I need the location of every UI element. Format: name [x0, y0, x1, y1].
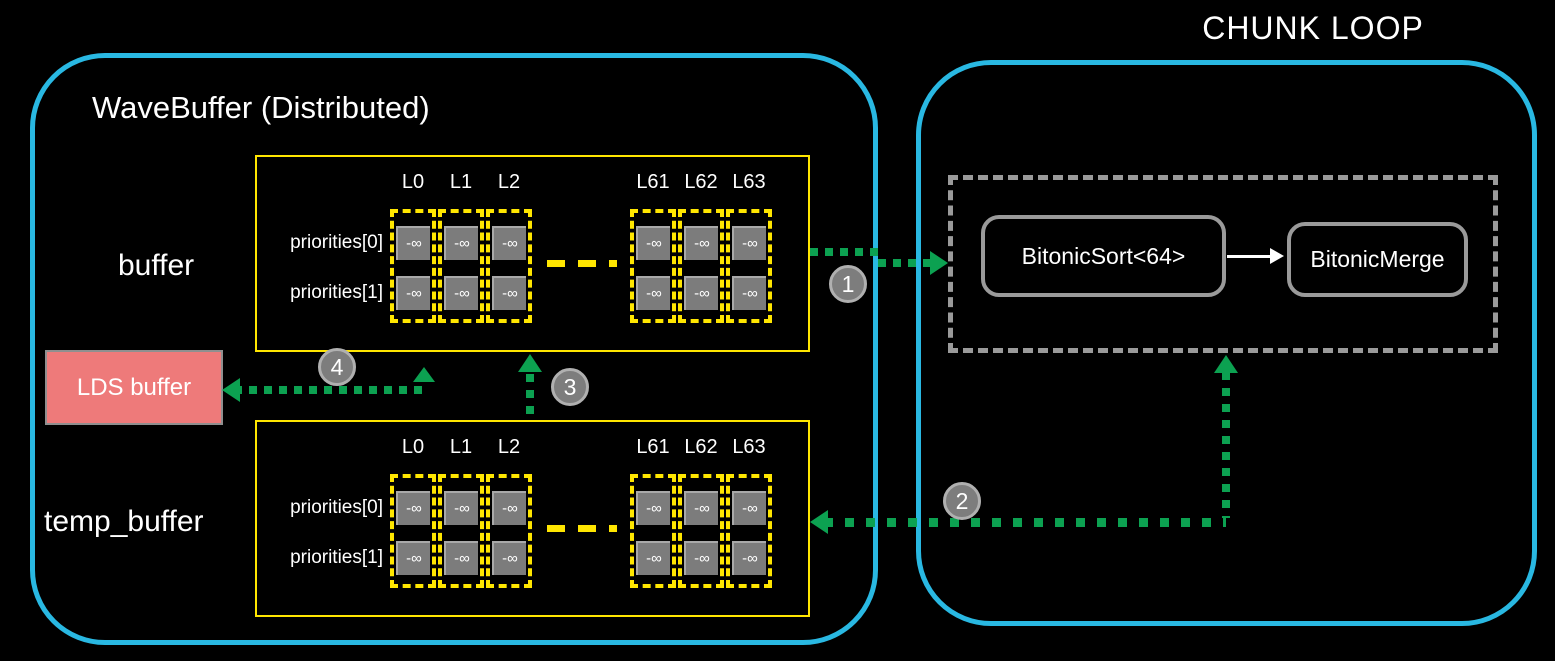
step-badge-3: 3 — [551, 368, 589, 406]
lane-column-L1: -∞ -∞ — [438, 474, 484, 588]
lane-column-L63: -∞ -∞ — [726, 474, 772, 588]
priority-cell: -∞ — [732, 491, 766, 525]
temp-row-label-priorities1: priorities[1] — [290, 547, 383, 568]
lane-column-L0: -∞ -∞ — [390, 209, 436, 323]
lane-label-L1: L1 — [449, 436, 473, 458]
priority-cell: -∞ — [396, 226, 430, 260]
arrow4-up-arrowhead-icon — [413, 367, 435, 382]
priority-cell: -∞ — [732, 226, 766, 260]
arrow3-tempbuffer-to-buffer-vertical — [526, 374, 534, 420]
priority-cell: -∞ — [396, 541, 430, 575]
chunk-loop-container-border — [916, 60, 1537, 626]
lds-buffer-box: LDS buffer — [45, 350, 223, 425]
step-badge-1: 1 — [829, 265, 867, 303]
priority-cell: -∞ — [636, 276, 670, 310]
priority-cell: -∞ — [636, 491, 670, 525]
arrow4-buffer-to-lds-horizontal — [234, 386, 426, 394]
priority-cell: -∞ — [492, 541, 526, 575]
lane-column-L61: -∞ -∞ — [630, 209, 676, 323]
wavebuffer-container-border — [30, 53, 878, 645]
arrow2-chunkloop-vertical — [1222, 372, 1230, 518]
wavebuffer-title: WaveBuffer (Distributed) — [92, 90, 430, 125]
lane-column-L0: -∞ -∞ — [390, 474, 436, 588]
priority-cell: -∞ — [444, 226, 478, 260]
arrow2-up-arrowhead-icon — [1214, 355, 1238, 373]
bitonic-sort-box: BitonicSort<64> — [981, 215, 1226, 297]
lane-column-L62: -∞ -∞ — [678, 209, 724, 323]
lane-column-L61: -∞ -∞ — [630, 474, 676, 588]
lane-column-L1: -∞ -∞ — [438, 209, 484, 323]
temp-row-label-priorities0: priorities[0] — [290, 497, 383, 518]
buffer-label: buffer — [118, 249, 195, 282]
priority-cell: -∞ — [444, 541, 478, 575]
priority-cell: -∞ — [492, 226, 526, 260]
temp-buffer-label: temp_buffer — [44, 505, 204, 538]
priority-cell: -∞ — [444, 491, 478, 525]
priority-cell: -∞ — [684, 276, 718, 310]
lane-label-L63: L63 — [732, 436, 766, 458]
arrow1-buffer-to-chunkloop-segment — [810, 248, 878, 256]
buffer-row-label-priorities0: priorities[0] — [290, 232, 383, 253]
chunk-loop-title: CHUNK LOOP — [1202, 10, 1424, 46]
priority-cell: -∞ — [396, 491, 430, 525]
sort-to-merge-arrowhead-icon — [1270, 248, 1284, 264]
bitonic-sort-label: BitonicSort<64> — [1021, 242, 1186, 269]
priority-cell: -∞ — [444, 276, 478, 310]
sort-to-merge-arrow-line — [1227, 255, 1273, 258]
priority-cell: -∞ — [684, 541, 718, 575]
step-badge-4: 4 — [318, 348, 356, 386]
lane-label-L1: L1 — [449, 171, 473, 193]
lane-label-L62: L62 — [684, 171, 718, 193]
priority-cell: -∞ — [492, 276, 526, 310]
priority-cell: -∞ — [732, 541, 766, 575]
lane-label-L2: L2 — [497, 436, 521, 458]
step-badge-2: 2 — [943, 482, 981, 520]
lane-label-L61: L61 — [636, 171, 670, 193]
arrow2-left-arrowhead-icon — [810, 510, 828, 534]
priority-cell: -∞ — [636, 226, 670, 260]
priority-cell: -∞ — [492, 491, 526, 525]
lane-column-L63: -∞ -∞ — [726, 209, 772, 323]
lane-label-L2: L2 — [497, 171, 521, 193]
buffer-box: priorities[0] priorities[1] L0-∞-∞L1-∞-∞… — [255, 155, 810, 352]
lane-label-L0: L0 — [401, 171, 425, 193]
temp-lane-continuation-dashes — [547, 525, 617, 532]
lane-column-L62: -∞ -∞ — [678, 474, 724, 588]
arrow2-chunkloop-to-tempbuffer-horizontal — [824, 518, 1226, 527]
priority-cell: -∞ — [396, 276, 430, 310]
arrow1-right-arrowhead-icon — [930, 251, 948, 275]
lane-label-L62: L62 — [684, 436, 718, 458]
lane-column-L2: -∞ -∞ — [486, 474, 532, 588]
buffer-row-label-priorities1: priorities[1] — [290, 282, 383, 303]
lane-label-L63: L63 — [732, 171, 766, 193]
priority-cell: -∞ — [732, 276, 766, 310]
arrow4-left-arrowhead-icon — [222, 378, 240, 402]
temp-buffer-box: priorities[0] priorities[1] L0-∞-∞L1-∞-∞… — [255, 420, 810, 617]
buffer-lane-continuation-dashes — [547, 260, 617, 267]
priority-cell: -∞ — [684, 226, 718, 260]
lane-label-L0: L0 — [401, 436, 425, 458]
lds-buffer-label: LDS buffer — [76, 373, 192, 401]
arrow1-buffer-to-chunkloop-segment2 — [878, 259, 930, 267]
arrow3-up-arrowhead-icon — [518, 354, 542, 372]
priority-cell: -∞ — [636, 541, 670, 575]
lane-column-L2: -∞ -∞ — [486, 209, 532, 323]
bitonic-merge-box: BitonicMerge — [1287, 222, 1468, 297]
chunk-loop-inner-dashed-box — [948, 175, 1498, 353]
priority-cell: -∞ — [684, 491, 718, 525]
bitonic-merge-label: BitonicMerge — [1310, 246, 1445, 272]
lane-label-L61: L61 — [636, 436, 670, 458]
